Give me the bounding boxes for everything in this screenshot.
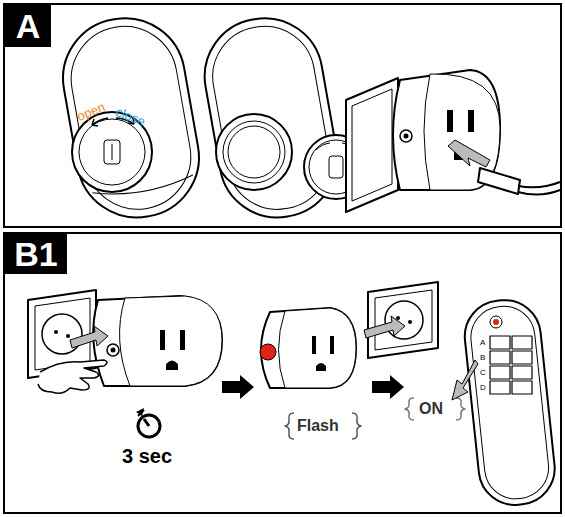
panel-heading: A	[5, 5, 51, 47]
step-label: Flash	[297, 418, 339, 434]
button-letter: D	[480, 384, 486, 392]
button-letter: C	[480, 369, 486, 377]
step-label: 3 sec	[122, 446, 172, 466]
button-letter: A	[480, 339, 485, 347]
button-letter: B	[480, 354, 485, 362]
step-label: ON	[419, 401, 443, 417]
step-panel: B1	[3, 232, 562, 514]
panel-heading: B1	[5, 234, 67, 274]
